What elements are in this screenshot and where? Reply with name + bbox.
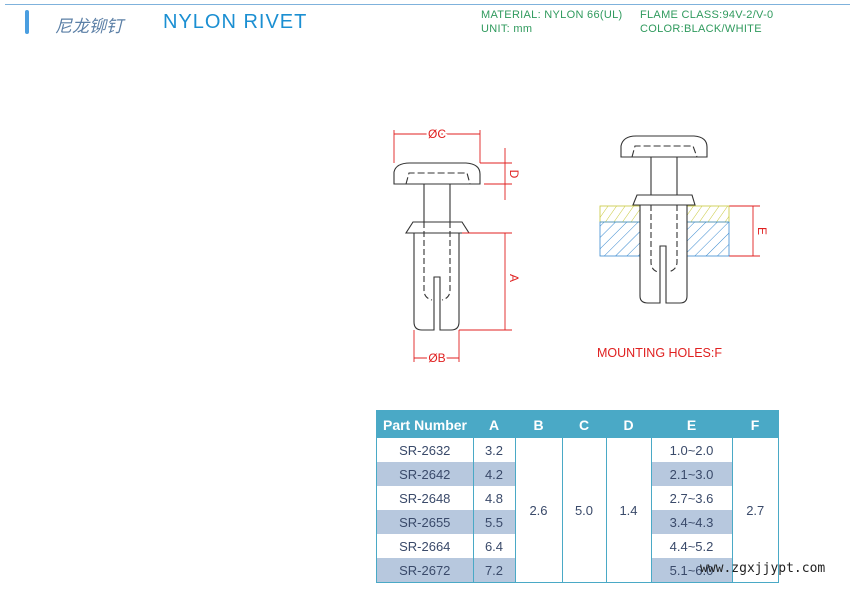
col-a: A — [473, 410, 515, 438]
plate-section — [599, 205, 730, 257]
part-number: SR-2664 — [376, 534, 474, 558]
label-c: ØC — [428, 127, 446, 141]
label-d: D — [507, 170, 521, 179]
table-row: SR-2672 7.2 5.1~6.0 — [376, 558, 779, 583]
col-e: E — [651, 410, 732, 438]
header-divider — [5, 4, 850, 5]
label-a: A — [507, 274, 521, 282]
value-a: 6.4 — [484, 538, 504, 554]
title-english: NYLON RIVET — [163, 11, 308, 33]
table-row: SR-2664 6.4 4.4~5.2 — [376, 534, 779, 558]
value-c: 5.0 — [561, 438, 607, 583]
label-e: E — [755, 227, 769, 235]
value-a: 5.5 — [473, 510, 515, 534]
table-row: SR-2642 4.2 2.1~3.0 — [376, 462, 779, 486]
value-a: 4.8 — [484, 490, 504, 506]
value-b: 2.6 — [514, 438, 563, 583]
value-e: 4.4~5.2 — [650, 534, 733, 558]
table-row: SR-2648 4.8 2.7~3.6 — [376, 486, 779, 510]
title-chinese: 尼龙铆钉 — [55, 17, 123, 37]
color-spec: COLOR:BLACK/WHITE — [640, 23, 762, 35]
value-f: 2.7 — [731, 438, 779, 583]
col-d: D — [606, 410, 651, 438]
part-number: SR-2672 — [376, 558, 474, 583]
table-row: SR-2655 5.5 3.4~4.3 — [376, 510, 779, 534]
spec-table: Part Number A B C D E F SR-2632 3.2 2.6 … — [376, 410, 779, 583]
value-d: 1.4 — [605, 438, 652, 583]
material-spec: MATERIAL: NYLON 66(UL) — [481, 9, 623, 21]
table-header-row: Part Number A B C D E F — [376, 410, 779, 438]
unit-spec: UNIT: mm — [481, 23, 533, 35]
rivet-side-view — [393, 162, 481, 331]
value-e: 5.1~6.0 — [650, 558, 733, 583]
col-c: C — [562, 410, 606, 438]
value-a: 4.2 — [473, 462, 515, 486]
value-a: 3.2 — [484, 442, 504, 458]
rivet-mounted-view — [620, 135, 708, 304]
col-f: F — [732, 410, 779, 438]
value-e: 2.7~3.6 — [650, 486, 733, 510]
col-part-number: Part Number — [376, 410, 473, 438]
col-b: B — [515, 410, 562, 438]
part-number: SR-2655 — [376, 510, 474, 534]
dimension-labels: ØC D A ØB E MOUNTING HOLES:F — [426, 125, 771, 367]
value-e: 3.4~4.3 — [650, 510, 733, 534]
table-row: SR-2632 3.2 2.6 5.0 1.4 1.0~2.0 2.7 — [376, 438, 779, 583]
part-number: SR-2642 — [376, 462, 474, 486]
flame-class-spec: FLAME CLASS:94V-2/V-0 — [640, 9, 774, 21]
label-b: ØB — [428, 351, 445, 365]
watermark: www.zgxjjypt.com — [700, 561, 826, 576]
part-number: SR-2632 — [376, 438, 474, 462]
title-accent-bar — [25, 10, 29, 34]
dimension-lines — [393, 130, 760, 362]
value-a: 7.2 — [473, 558, 515, 583]
value-e: 1.0~2.0 — [650, 438, 733, 462]
part-number: SR-2648 — [376, 486, 474, 510]
mounting-holes-label: MOUNTING HOLES:F — [597, 346, 722, 360]
value-e: 2.1~3.0 — [650, 462, 733, 486]
